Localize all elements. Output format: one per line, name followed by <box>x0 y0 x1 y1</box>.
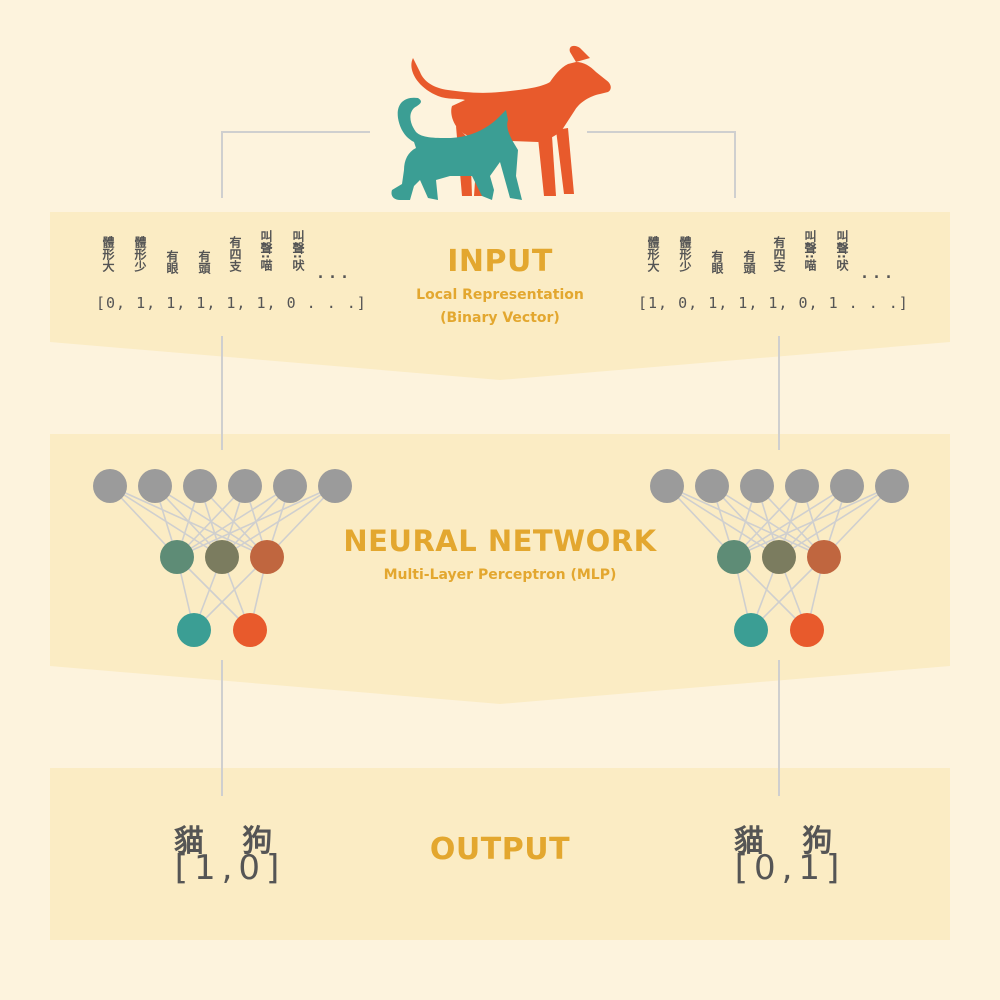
input-title: INPUT <box>447 244 553 279</box>
left-input-node-5 <box>318 469 352 503</box>
left-output-node-1 <box>233 613 267 647</box>
right-output-node-1 <box>790 613 824 647</box>
right-input-vector: [1, 0, 1, 1, 1, 0, 1 . . .] <box>638 294 909 312</box>
right-input-node-1 <box>695 469 729 503</box>
right-edge-hidden-output <box>733 556 808 631</box>
left-edge-input-hidden <box>176 485 336 558</box>
right-output-node-0 <box>734 613 768 647</box>
left-feature-6: 叫聲:吠 <box>291 230 305 271</box>
right-edge-input-hidden <box>778 485 893 558</box>
left-feature-2: 有眼 <box>165 250 179 274</box>
right-input-node-5 <box>875 469 909 503</box>
right-connector-top <box>587 131 736 198</box>
input-subtitle-line1: Local Representation <box>416 287 584 303</box>
right-feature-5: 叫聲:喵 <box>803 230 817 271</box>
right-edge-input-hidden <box>733 485 848 558</box>
right-feature-3: 有頭 <box>742 250 756 274</box>
right-hidden-node-2 <box>807 540 841 574</box>
left-input-node-1 <box>138 469 172 503</box>
right-edge-hidden-output <box>750 556 825 631</box>
left-input-vector: [0, 1, 1, 1, 1, 1, 0 . . .] <box>96 294 367 312</box>
left-output-node-0 <box>177 613 211 647</box>
left-feature-0: 體形大 <box>101 236 115 272</box>
right-input-node-0 <box>650 469 684 503</box>
left-connector-top <box>221 131 370 198</box>
network-title: NEURAL NETWORK <box>343 524 657 558</box>
right-feature-ellipsis: ... <box>860 264 897 282</box>
right-input-node-2 <box>740 469 774 503</box>
right-network <box>650 469 909 647</box>
right-hidden-node-0 <box>717 540 751 574</box>
left-edge-input-hidden <box>176 485 291 558</box>
right-output-labels: 貓 狗 <box>733 824 847 859</box>
left-input-node-3 <box>228 469 262 503</box>
right-feature-0: 體形大 <box>646 236 660 272</box>
right-edge-input-hidden <box>733 485 893 558</box>
left-output-vector: [1,0] <box>174 848 286 888</box>
left-feature-ellipsis: ... <box>316 264 353 282</box>
left-input-node-0 <box>93 469 127 503</box>
left-edge-hidden-output <box>193 556 268 631</box>
right-feature-6: 叫聲:吠 <box>835 230 849 271</box>
output-band <box>50 768 950 940</box>
left-hidden-node-2 <box>250 540 284 574</box>
left-input-node-4 <box>273 469 307 503</box>
left-output-labels: 貓 狗 <box>173 824 287 859</box>
left-hidden-node-0 <box>160 540 194 574</box>
left-edge-input-hidden <box>221 485 336 558</box>
right-input-node-3 <box>785 469 819 503</box>
left-feature-1: 體形少 <box>133 236 147 272</box>
right-feature-2: 有眼 <box>710 250 724 274</box>
right-feature-1: 體形少 <box>678 236 692 272</box>
right-output-vector: [0,1] <box>734 848 846 888</box>
right-hidden-node-1 <box>762 540 796 574</box>
input-band <box>50 212 950 380</box>
left-feature-3: 有頭 <box>197 250 211 274</box>
left-feature-4: 有四支 <box>228 236 242 272</box>
cat-icon <box>391 97 522 200</box>
input-subtitle-line2: (Binary Vector) <box>440 310 560 326</box>
output-title: OUTPUT <box>429 832 571 867</box>
left-hidden-node-1 <box>205 540 239 574</box>
left-edge-hidden-output <box>176 556 251 631</box>
left-network <box>93 469 352 647</box>
right-input-node-4 <box>830 469 864 503</box>
right-feature-4: 有四支 <box>772 236 786 272</box>
network-subtitle: Multi-Layer Perceptron (MLP) <box>383 567 617 583</box>
left-input-node-2 <box>183 469 217 503</box>
left-feature-5: 叫聲:喵 <box>259 230 273 271</box>
